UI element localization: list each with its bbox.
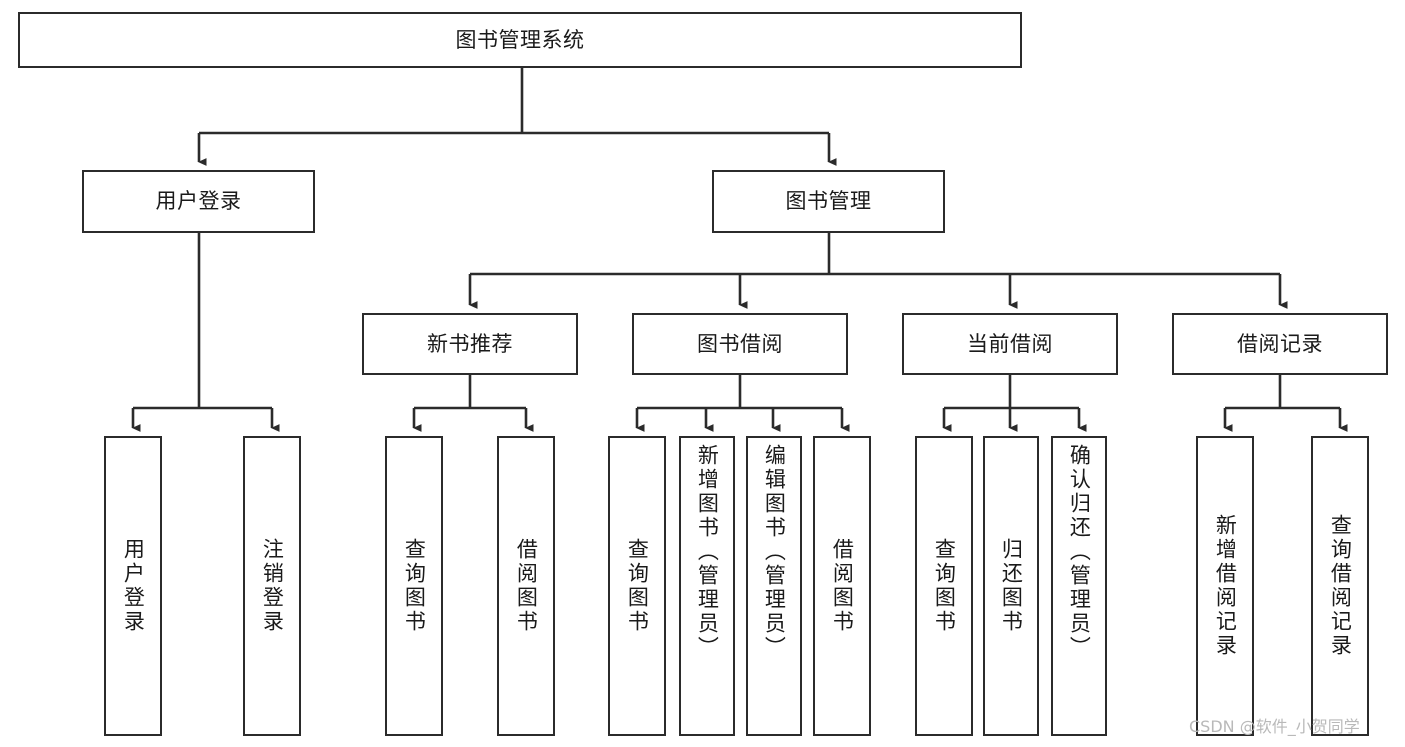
leaf-current-return-books[interactable]: 归还图书 — [983, 436, 1039, 736]
node-user-login[interactable]: 用户登录 — [82, 170, 315, 233]
node-label: 用户登录 — [155, 189, 242, 214]
leaf-borrow-add-book-admin[interactable]: 新增图书（管理员） — [679, 436, 735, 736]
node-label: 查询借阅记录 — [1328, 514, 1353, 658]
node-label: 借阅图书 — [514, 538, 539, 634]
node-book-management[interactable]: 图书管理 — [712, 170, 945, 233]
leaf-record-add-borrow-record[interactable]: 新增借阅记录 — [1196, 436, 1254, 736]
leaf-borrow-edit-book-admin[interactable]: 编辑图书（管理员） — [746, 436, 802, 736]
node-label: 查询图书 — [625, 538, 650, 634]
node-current-borrowing[interactable]: 当前借阅 — [902, 313, 1118, 375]
node-label: 注销登录 — [260, 538, 285, 634]
leaf-borrow-query-books[interactable]: 查询图书 — [608, 436, 666, 736]
leaf-user-login-signout[interactable]: 注销登录 — [243, 436, 301, 736]
node-label: 新书推荐 — [427, 331, 513, 356]
leaf-borrow-borrow-books[interactable]: 借阅图书 — [813, 436, 871, 736]
node-borrowing-record[interactable]: 借阅记录 — [1172, 313, 1388, 375]
node-new-book-recommendation[interactable]: 新书推荐 — [362, 313, 578, 375]
node-label: 确认归还（管理员） — [1067, 444, 1092, 660]
leaf-new-book-borrow-books[interactable]: 借阅图书 — [497, 436, 555, 736]
leaf-user-login-signin[interactable]: 用户登录 — [104, 436, 162, 736]
node-root-book-management-system[interactable]: 图书管理系统 — [18, 12, 1022, 68]
node-label: 用户登录 — [121, 538, 146, 634]
node-label: 查询图书 — [402, 538, 427, 634]
watermark-text: CSDN @软件_小贺同学 — [1189, 717, 1360, 736]
node-label: 图书管理 — [785, 189, 872, 214]
node-label: 新增借阅记录 — [1213, 514, 1238, 658]
leaf-current-query-books[interactable]: 查询图书 — [915, 436, 973, 736]
node-label: 编辑图书（管理员） — [762, 444, 787, 660]
node-label: 借阅图书 — [830, 538, 855, 634]
leaf-current-confirm-return-admin[interactable]: 确认归还（管理员） — [1051, 436, 1107, 736]
node-label: 当前借阅 — [967, 331, 1053, 356]
node-label: 图书借阅 — [697, 331, 783, 356]
leaf-record-query-borrow-record[interactable]: 查询借阅记录 — [1311, 436, 1369, 736]
node-label: 归还图书 — [999, 538, 1024, 634]
node-label: 图书管理系统 — [455, 27, 585, 52]
node-label: 新增图书（管理员） — [695, 444, 720, 660]
node-label: 查询图书 — [932, 538, 957, 634]
node-book-borrowing[interactable]: 图书借阅 — [632, 313, 848, 375]
leaf-new-book-query-books[interactable]: 查询图书 — [385, 436, 443, 736]
node-label: 借阅记录 — [1237, 331, 1323, 356]
